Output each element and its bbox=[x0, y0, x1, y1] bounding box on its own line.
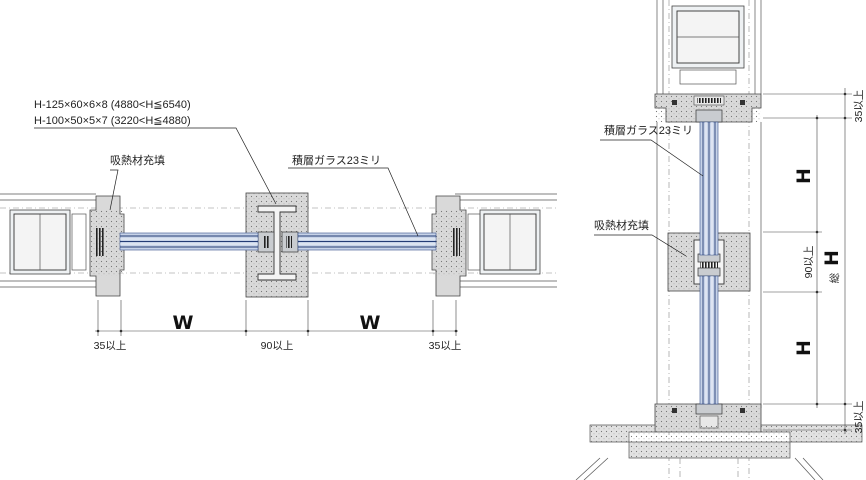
plan-right-gasket bbox=[452, 228, 460, 256]
plan-steel-leader bbox=[34, 127, 277, 205]
section-dimension-lines bbox=[763, 88, 852, 434]
section-floor-texture bbox=[590, 425, 862, 442]
plan-insulation-leader bbox=[109, 169, 119, 211]
steel-spec-1: H-125×60×6×8 (4880<H≦6540) bbox=[34, 99, 191, 111]
plan-dim-right: 35以上 bbox=[429, 340, 462, 352]
section-top-plate bbox=[679, 69, 737, 85]
plan-right-plate bbox=[467, 213, 481, 271]
steel-spec-2: H-100×50×5×7 (3220<H≦4880) bbox=[34, 115, 191, 127]
plan-left-plate bbox=[71, 213, 87, 271]
plan-dimension-line bbox=[95, 300, 458, 336]
plan-glass-label: 積層ガラス23ミリ bbox=[292, 153, 381, 167]
section-floor-hatch bbox=[794, 457, 816, 480]
section-head-stop bbox=[695, 109, 723, 123]
section-sill-stop bbox=[695, 403, 723, 415]
section-head-bolt bbox=[672, 100, 677, 105]
section-dim-center: 90以上 bbox=[803, 246, 815, 279]
section-dim-total-height: H bbox=[821, 250, 843, 266]
section-glass-upper bbox=[699, 121, 719, 256]
plan-glass-left bbox=[119, 232, 259, 251]
plan-center-gasket-left bbox=[264, 236, 270, 248]
section-dim-height-1: H bbox=[793, 168, 815, 184]
section-sill-bolt bbox=[740, 408, 745, 413]
section-transom-gasket bbox=[700, 262, 718, 268]
plan-left-jamb-infill bbox=[90, 210, 124, 276]
section-glass-lower bbox=[699, 275, 719, 405]
section-insulation-leader bbox=[594, 234, 687, 257]
section-floor-hatch bbox=[583, 457, 609, 480]
section-dim-bottom: 35以上 bbox=[853, 401, 865, 434]
section-head-gasket bbox=[697, 98, 721, 103]
plan-glass-leader bbox=[288, 167, 419, 237]
plan-insulation-label: 吸熱材充填 bbox=[110, 153, 165, 167]
section-glass-leader bbox=[600, 139, 704, 177]
section-floor-hatch bbox=[575, 457, 601, 480]
plan-h-steel bbox=[257, 205, 297, 281]
section-dim-top: 35以上 bbox=[853, 90, 865, 123]
section-glass-label: 積層ガラス23ミリ bbox=[604, 123, 693, 137]
plan-center-gasket-right bbox=[286, 236, 292, 248]
plan-dim-left: 35以上 bbox=[94, 340, 127, 352]
section-transom-stop bbox=[697, 267, 721, 277]
section-floor-hatch bbox=[802, 457, 824, 480]
section-insulation-label: 吸熱材充填 bbox=[594, 218, 649, 232]
section-sill-bolt bbox=[672, 408, 677, 413]
plan-left-gasket bbox=[96, 228, 104, 256]
section-dim-total-suffix: 総 bbox=[828, 272, 841, 283]
plan-glass-right bbox=[297, 232, 437, 251]
plan-dim-center: 90以上 bbox=[261, 340, 294, 352]
section-dim-height-2: H bbox=[793, 340, 815, 356]
section-view: 積層ガラス23ミリ 吸熱材充填 35以上 H 90以上 H 総 H bbox=[575, 0, 865, 480]
section-floor-pit bbox=[629, 442, 790, 458]
plan-dim-width-1: W bbox=[173, 312, 194, 334]
plan-right-jamb-infill bbox=[432, 210, 466, 276]
plan-dim-width-2: W bbox=[360, 312, 381, 334]
section-head-bolt bbox=[740, 100, 745, 105]
plan-view: H-125×60×6×8 (4880<H≦6540) H-100×50×5×7 … bbox=[0, 99, 557, 352]
